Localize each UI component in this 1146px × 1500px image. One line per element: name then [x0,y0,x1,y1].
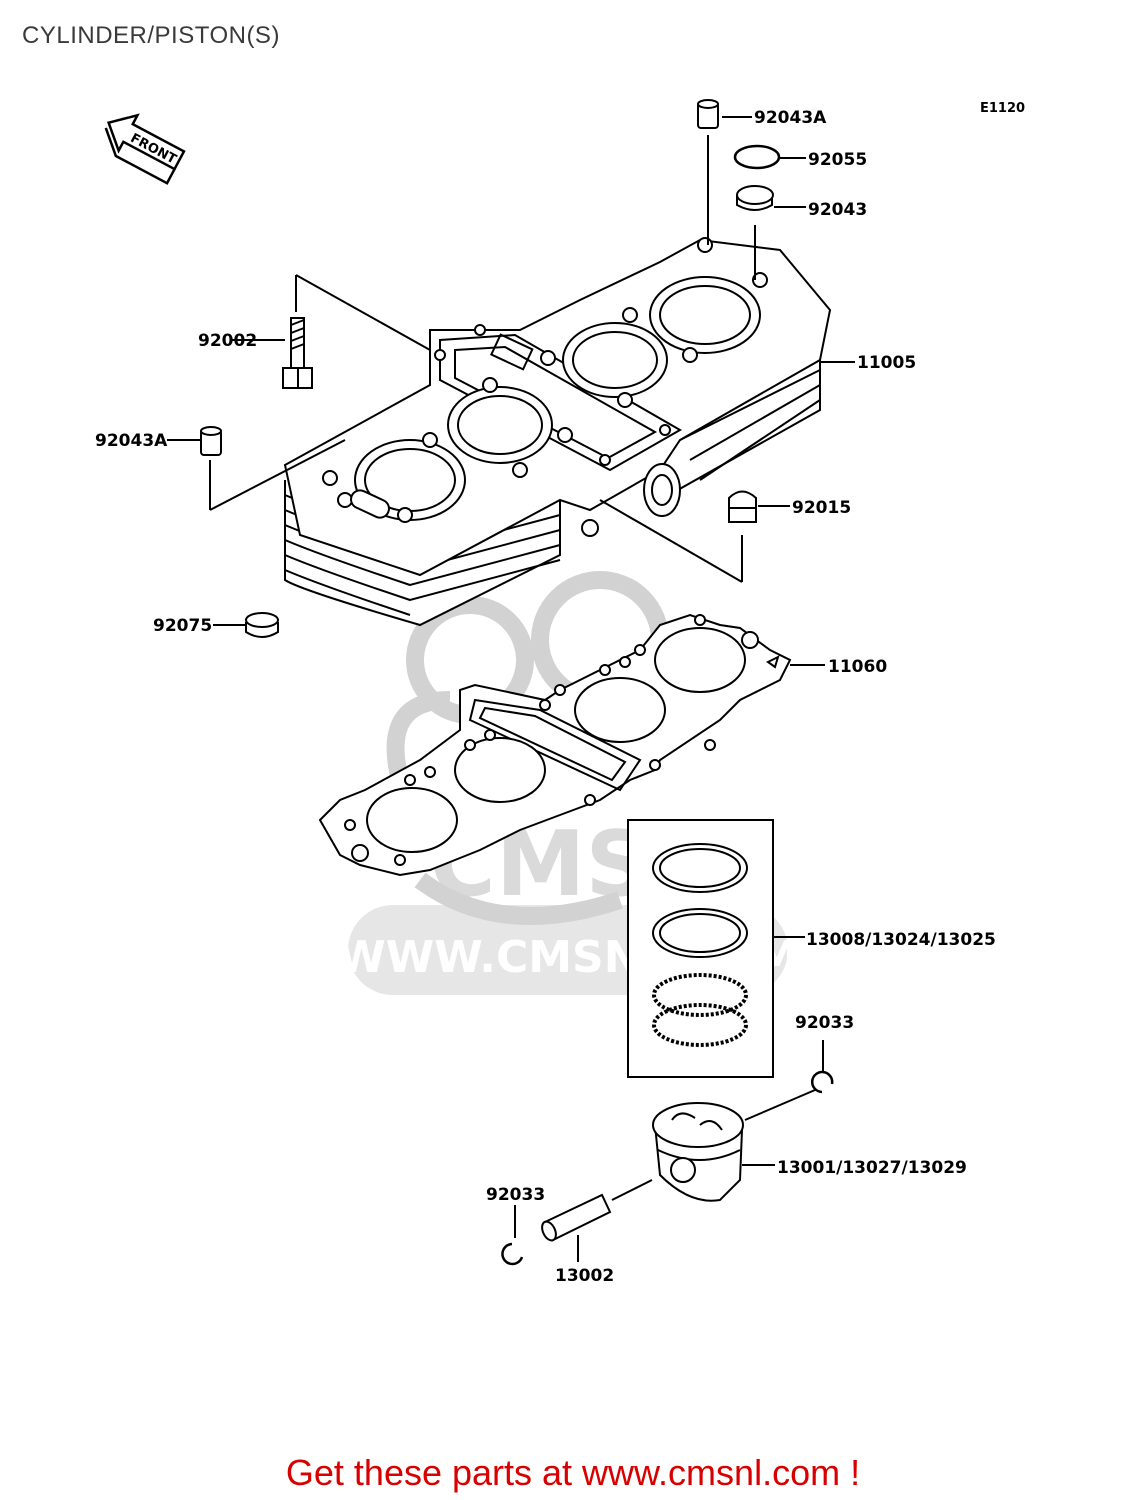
part-label-92055[interactable]: 92055 [808,150,867,170]
part-label-11005[interactable]: 11005 [857,353,916,373]
part-label-11060[interactable]: 11060 [828,657,887,677]
front-arrow-icon: FRONT [104,113,186,185]
footer-link-text[interactable]: Get these parts at www.cmsnl.com ! [285,1452,861,1493]
part-label-13008-13024-13025[interactable]: 13008/13024/13025 [806,930,996,950]
part-label-13001-13027-13029[interactable]: 13001/13027/13029 [777,1158,967,1178]
part-label-92043A-top[interactable]: 92043A [754,108,827,128]
part-label-92015[interactable]: 92015 [792,498,851,518]
dowel-pin-top [697,99,719,129]
bolt [282,317,313,389]
circlip-left [501,1242,524,1266]
exploded-parts-diagram: CMS WWW.CMSNL.COM FRONT E1120 [95,99,1025,1286]
part-label-92043[interactable]: 92043 [808,200,867,220]
piston-rings [627,819,774,1078]
part-label-13002[interactable]: 13002 [555,1266,614,1286]
diagram-code: E1120 [980,101,1025,116]
page-title: CYLINDER/PISTON(S) [22,22,280,49]
piston [652,1102,744,1202]
cap-nut [728,490,757,523]
cylinder-block [283,237,832,627]
part-label-92033-left[interactable]: 92033 [486,1185,545,1205]
dowel-pin-left [200,426,222,456]
leader-lines [167,116,855,1262]
part-label-92075[interactable]: 92075 [153,616,212,636]
o-ring [733,144,781,170]
circlip-right [810,1070,834,1094]
piston-pin [541,1193,612,1242]
part-label-92043A-left[interactable]: 92043A [95,431,168,451]
cap [245,612,279,638]
part-label-92033-right[interactable]: 92033 [795,1013,854,1033]
base-gasket [318,613,792,877]
part-label-92002[interactable]: 92002 [198,331,257,351]
collar [736,185,774,211]
